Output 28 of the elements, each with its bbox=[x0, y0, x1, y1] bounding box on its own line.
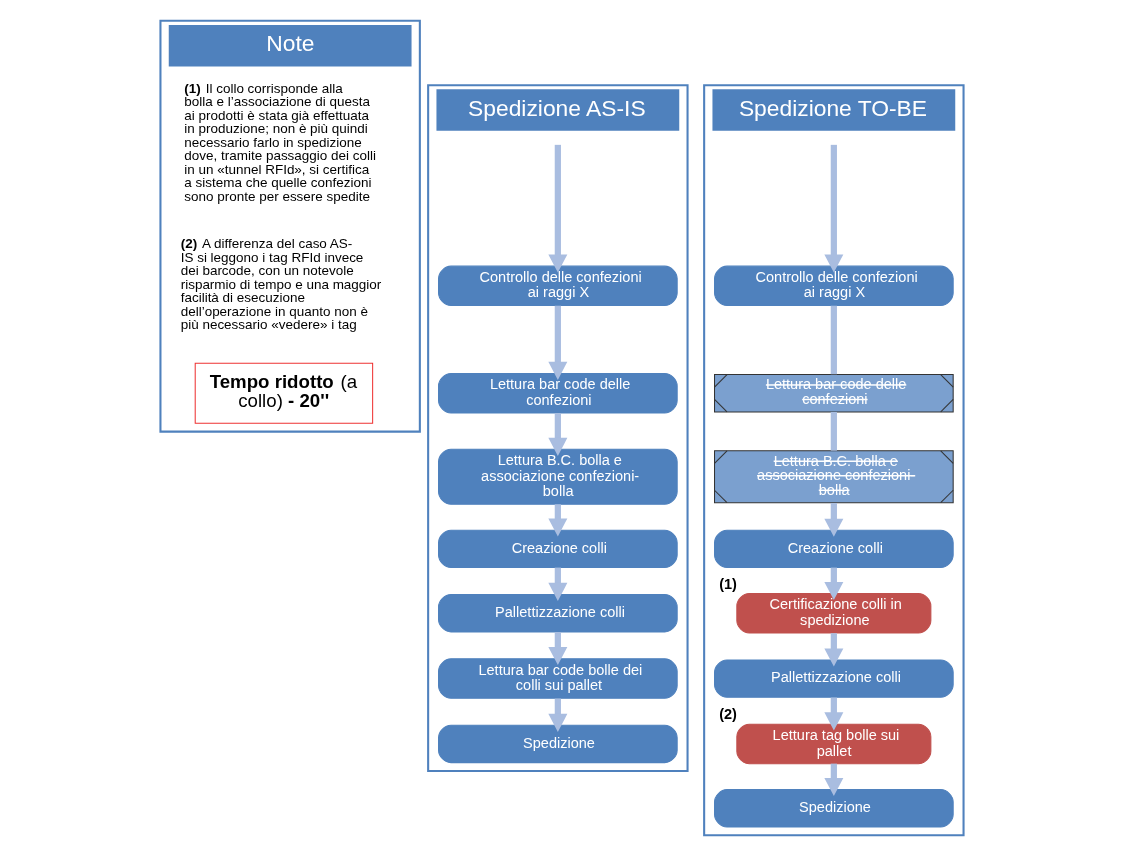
arrow bbox=[548, 305, 568, 380]
label: (1) Il collo corrisponde alla bolla e l’associazione di questa ai prodotti è stata già effettuata in produzione; non è più quindi necessario farlo in spedizione dove, tramite passaggio dei colli in un «tunnel RFId», si certifica a sistema che quelle confezioni sono pronte per essere spedite bbox=[184, 80, 376, 204]
node-label: (2) bbox=[719, 706, 737, 723]
connector bbox=[830, 411, 837, 451]
node-box: Creazione colli bbox=[438, 529, 678, 569]
arrow bbox=[548, 567, 568, 601]
node-box: Creazione colli bbox=[714, 529, 954, 569]
node-box: Lettura bar code delle confezioni bbox=[438, 373, 678, 414]
node-box: Lettura tag bolle sui pallet bbox=[736, 723, 932, 765]
node-box: Lettura B.C. bolla e associazione confezioni-bolla bbox=[438, 448, 678, 505]
arrow bbox=[824, 633, 844, 667]
node-box: Lettura bar code bolle dei colli sui pallet bbox=[438, 658, 678, 699]
node-box: Spedizione bbox=[714, 789, 954, 828]
arrow bbox=[548, 413, 568, 456]
node-box: Spedizione bbox=[438, 724, 678, 764]
node-box: Controllo delle confezioni ai raggi X bbox=[714, 265, 954, 307]
node-box: Certificazione colli in spedizione bbox=[736, 593, 932, 634]
arrow bbox=[548, 698, 568, 732]
node-label: (1) bbox=[719, 575, 737, 592]
node-box: Controllo delle confezioni ai raggi X bbox=[438, 265, 678, 307]
label: (2) A differenza del caso AS-IS si leggono i tag RFId invece dei barcode, con un notevole risparmio di tempo e una maggior facilità di esecuzione dell’operazione in quanto non è più necessario «vedere» i tag bbox=[180, 236, 382, 333]
arrow bbox=[824, 503, 844, 537]
node-box: Pallettizzazione colli bbox=[438, 594, 678, 633]
connector bbox=[830, 305, 837, 375]
arrow bbox=[548, 144, 568, 273]
node-box: Tempo ridotto (a collo) - 20'' bbox=[194, 362, 374, 424]
node-box: Pallettizzazione colli bbox=[714, 659, 954, 698]
arrow bbox=[824, 144, 844, 273]
